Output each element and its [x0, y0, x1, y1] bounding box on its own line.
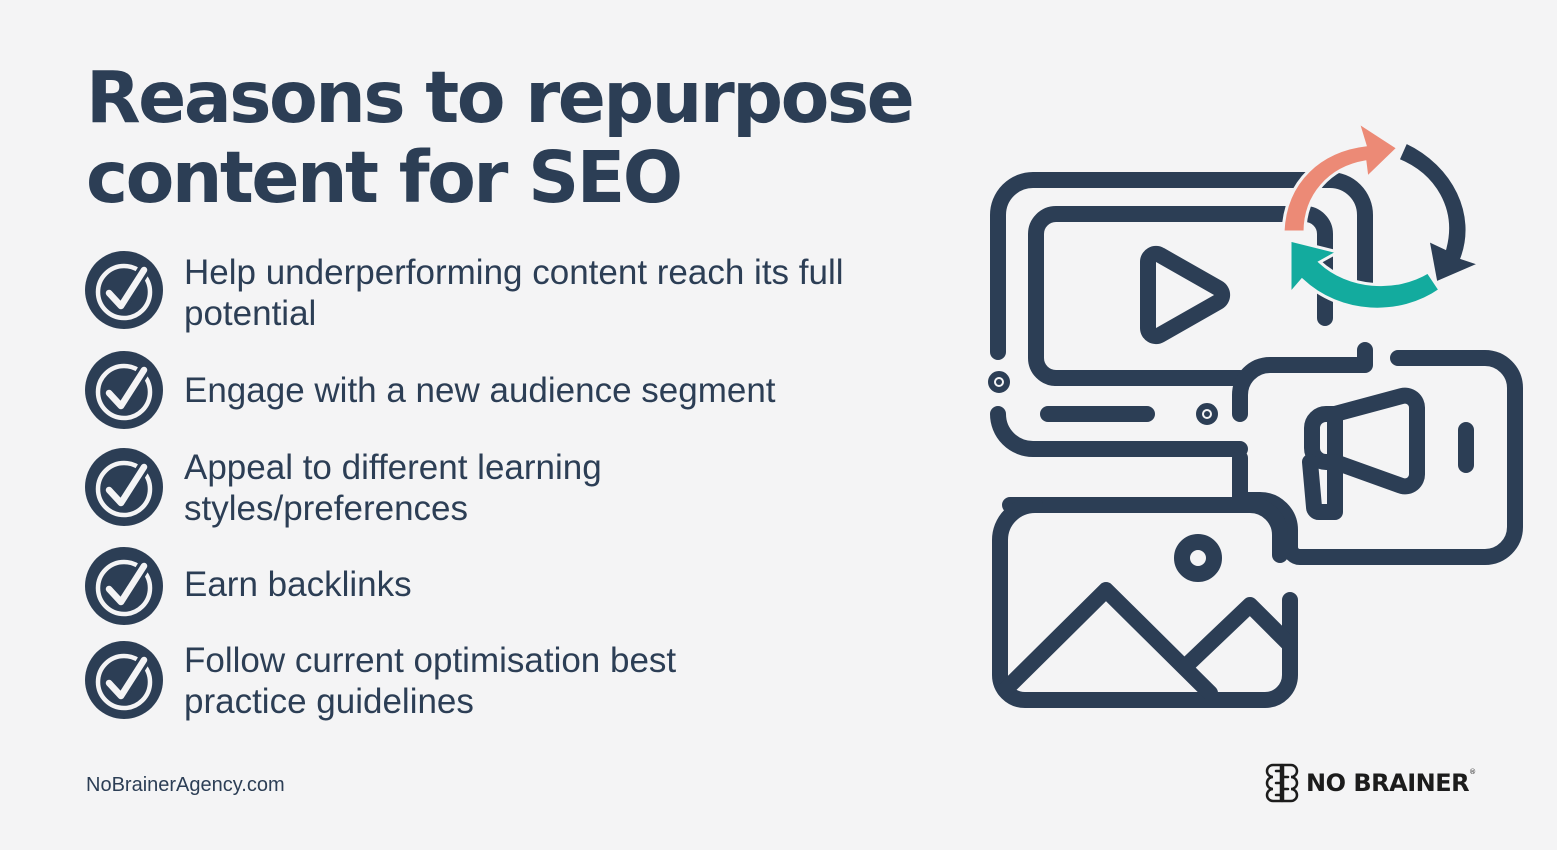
list-item: Follow current optimisation best practic…	[84, 640, 676, 721]
video-player-icon	[988, 172, 1373, 457]
reason-text: Follow current optimisation best practic…	[184, 641, 677, 721]
brand-logo: NO BRAINER ®	[1264, 762, 1476, 804]
footer-url[interactable]: NoBrainerAgency.com	[86, 774, 285, 796]
check-circle-icon	[85, 448, 163, 526]
check-circle-icon	[85, 251, 163, 329]
content-repurpose-illustration	[988, 118, 1523, 708]
title-line-1: Reasons to repurpose	[86, 56, 915, 139]
reason-text: Earn backlinks	[184, 565, 412, 604]
check-circle-icon	[85, 351, 163, 429]
brand-name: NO BRAINER	[1306, 769, 1470, 797]
list-item: Engage with a new audience segment	[84, 350, 776, 430]
list-item: Help underperforming content reach its f…	[84, 250, 844, 333]
list-item: Earn backlinks	[84, 546, 412, 626]
check-circle-icon	[85, 547, 163, 625]
image-icon	[992, 497, 1298, 708]
check-circle-icon	[85, 641, 163, 719]
page-title: Reasons to repurpose content for SEO	[86, 56, 915, 219]
reason-text: Engage with a new audience segment	[184, 371, 776, 410]
reason-text: Appeal to different learning styles/pref…	[184, 448, 602, 528]
megaphone-icon	[1232, 342, 1523, 565]
registered-mark: ®	[1469, 768, 1477, 776]
list-item: Appeal to different learning styles/pref…	[84, 447, 602, 528]
title-line-2: content for SEO	[86, 136, 683, 219]
reason-text: Help underperforming content reach its f…	[184, 253, 844, 333]
refresh-cycle-icon	[1281, 118, 1485, 311]
brain-logo-icon	[1265, 763, 1299, 803]
